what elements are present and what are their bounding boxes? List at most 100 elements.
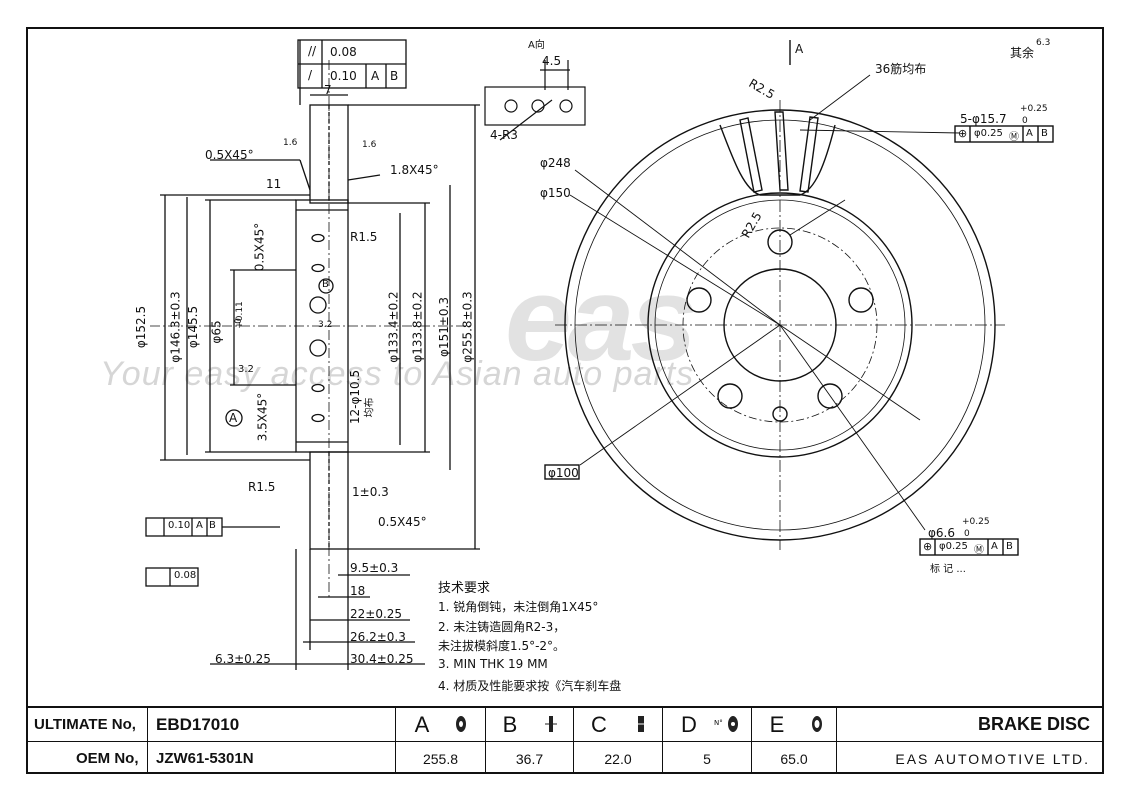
param-a-letter: A bbox=[414, 711, 430, 737]
dim-1-6b: 1.6 bbox=[362, 140, 377, 150]
dim-chamfer-1: 0.5X45° bbox=[205, 148, 254, 162]
disc-diameter-icon bbox=[456, 716, 466, 732]
disc-height-icon bbox=[545, 716, 557, 732]
dim-18: 18 bbox=[350, 584, 366, 598]
dim-d65-tol-up: +0.11 bbox=[234, 301, 245, 329]
hole1-tol-lo: 0 bbox=[1022, 116, 1028, 126]
dim-3-2: 3.2 bbox=[318, 320, 333, 330]
dim-d133-8: φ133.8±0.2 bbox=[410, 291, 425, 363]
dim-d145-5: φ145.5 bbox=[186, 305, 201, 349]
hole2-fcf-value: φ0.25 bbox=[939, 541, 968, 552]
runout-datum-b: B bbox=[209, 520, 216, 531]
product-name: BRAKE DISC bbox=[977, 714, 1090, 734]
bolt-hole-5 bbox=[686, 287, 712, 313]
hole2-tol-lo: 0 bbox=[964, 529, 970, 539]
dim-d146-3: φ146.3±0.3 bbox=[168, 291, 183, 363]
cut-off-text: 标 记 ... bbox=[930, 564, 966, 575]
title-block: ULTIMATE No, EBD17010 OEM No, JZW61-5301… bbox=[26, 706, 1104, 774]
detail-a-view bbox=[484, 60, 586, 141]
dim-30-4: 30.4±0.25 bbox=[350, 652, 414, 666]
hole1-fcf-value: φ0.25 bbox=[974, 128, 1003, 139]
surface-rest-label: 其余 bbox=[1010, 46, 1035, 60]
dim-11: 11 bbox=[266, 177, 282, 191]
runout-symbol: / bbox=[308, 68, 313, 82]
hole1-dim: 5-φ15.7 bbox=[960, 112, 1007, 126]
note-line-5: 4. 材质及性能要求按《汽车刹车盘 bbox=[438, 679, 622, 693]
param-c-value: 22.0 bbox=[604, 750, 632, 767]
dim-1-8x45: 1.8X45° bbox=[390, 163, 439, 177]
disc-thickness-icon bbox=[634, 716, 648, 732]
dim-evenly: 均布 bbox=[364, 397, 376, 418]
flatness-symbol: // bbox=[308, 44, 317, 58]
datum-a-circle: A bbox=[229, 411, 238, 425]
hole2-mmc: Ⓜ bbox=[974, 545, 984, 556]
oem-label: OEM No, bbox=[76, 750, 139, 767]
runout-tol-value: 0.10 bbox=[168, 520, 191, 531]
hole2-dim: φ6.6 bbox=[928, 526, 955, 540]
dim-d65: φ65 bbox=[209, 320, 224, 344]
flatness-tol-value: 0.08 bbox=[174, 570, 197, 581]
runout-datum-a: A bbox=[196, 520, 203, 531]
param-e-letter: E bbox=[769, 711, 785, 737]
param-b-value: 36.7 bbox=[515, 750, 544, 767]
section-view bbox=[145, 39, 480, 670]
hole2-datum-a: A bbox=[991, 541, 998, 552]
watermark-logo: eas bbox=[505, 252, 697, 386]
bolt-hole-4 bbox=[717, 383, 743, 409]
detail-dim-4-5: 4.5 bbox=[542, 54, 562, 68]
detail-dim-r3: 4-R3 bbox=[490, 128, 518, 142]
ultimate-label: ULTIMATE No, bbox=[34, 716, 136, 733]
view-arrow-a: A bbox=[795, 42, 804, 56]
oem-number: JZW61-5301N bbox=[156, 750, 254, 767]
bolt-hole-3 bbox=[817, 383, 843, 409]
note-line-1: 1. 锐角倒钝，未注倒角1X45° bbox=[438, 600, 599, 614]
hole1-datum-b: B bbox=[1041, 128, 1048, 139]
front-view bbox=[544, 40, 1054, 556]
hole1-mmc: Ⓜ bbox=[1009, 132, 1019, 143]
hole2-tol-up: +0.25 bbox=[962, 517, 990, 527]
position-symbol-2: ⊕ bbox=[923, 540, 933, 553]
detail-title: A向 bbox=[528, 40, 545, 51]
dim-d150: φ150 bbox=[540, 186, 571, 200]
dim-d255-8: φ255.8±0.3 bbox=[460, 291, 475, 363]
slots-count-label: 36筋均布 bbox=[875, 62, 927, 76]
notes-title: 技术要求 bbox=[438, 581, 491, 596]
dim-1-6a: 1.6 bbox=[283, 138, 298, 148]
param-b-letter: B bbox=[502, 711, 518, 737]
watermark-slogan: Your easy access to Asian auto parts bbox=[100, 355, 695, 393]
hole1-tol-up: +0.25 bbox=[1020, 104, 1048, 114]
dim-d152-5: φ152.5 bbox=[134, 305, 149, 349]
dim-r1-5-top: R1.5 bbox=[350, 230, 378, 244]
dim-d248: φ248 bbox=[540, 156, 571, 170]
note-line-2: 2. 未注铸造圆角R2-3， bbox=[438, 620, 566, 634]
dim-3-5x45: 3.5X45° bbox=[255, 392, 270, 442]
position-symbol-1: ⊕ bbox=[958, 127, 968, 140]
note-line-4: 3. MIN THK 19 MM bbox=[438, 657, 548, 671]
param-a-value: 255.8 bbox=[422, 750, 459, 767]
dim-22: 22±0.25 bbox=[350, 607, 403, 621]
tol-top2: 0.10 bbox=[330, 69, 357, 83]
tol-top1: 0.08 bbox=[330, 45, 357, 59]
bolt-holes-icon bbox=[728, 716, 738, 732]
dim-chamfer-2: 0.5X45° bbox=[252, 222, 267, 272]
param-c-letter: C bbox=[591, 711, 607, 737]
dim-26-2: 26.2±0.3 bbox=[350, 630, 406, 644]
dim-3-2-left: 3.2 bbox=[238, 364, 254, 375]
dim-1pm0-3: 1±0.3 bbox=[352, 485, 389, 499]
surface-rest-value: 6.3 bbox=[1036, 38, 1051, 48]
bolt-holes-label: N° bbox=[714, 719, 723, 727]
note-line-3: 未注拔模斜度1.5°-2°。 bbox=[438, 639, 566, 653]
drawing-frame bbox=[26, 27, 1104, 774]
dim-r1-5-bottom: R1.5 bbox=[248, 480, 276, 494]
param-d-value: 5 bbox=[703, 750, 711, 767]
center-bore-icon bbox=[812, 716, 822, 732]
datum-a-ref: A bbox=[371, 69, 380, 83]
hole2-datum-b: B bbox=[1006, 541, 1013, 552]
dim-d133-4: φ133.4±0.2 bbox=[386, 291, 401, 363]
dim-d100: φ100 bbox=[548, 466, 579, 480]
dim-d65-tol-lo: 0 bbox=[233, 318, 244, 324]
dim-9-5: 9.5±0.3 bbox=[350, 561, 399, 575]
dim-d151: φ151±0.3 bbox=[436, 297, 451, 357]
param-d-letter: D bbox=[681, 711, 697, 737]
